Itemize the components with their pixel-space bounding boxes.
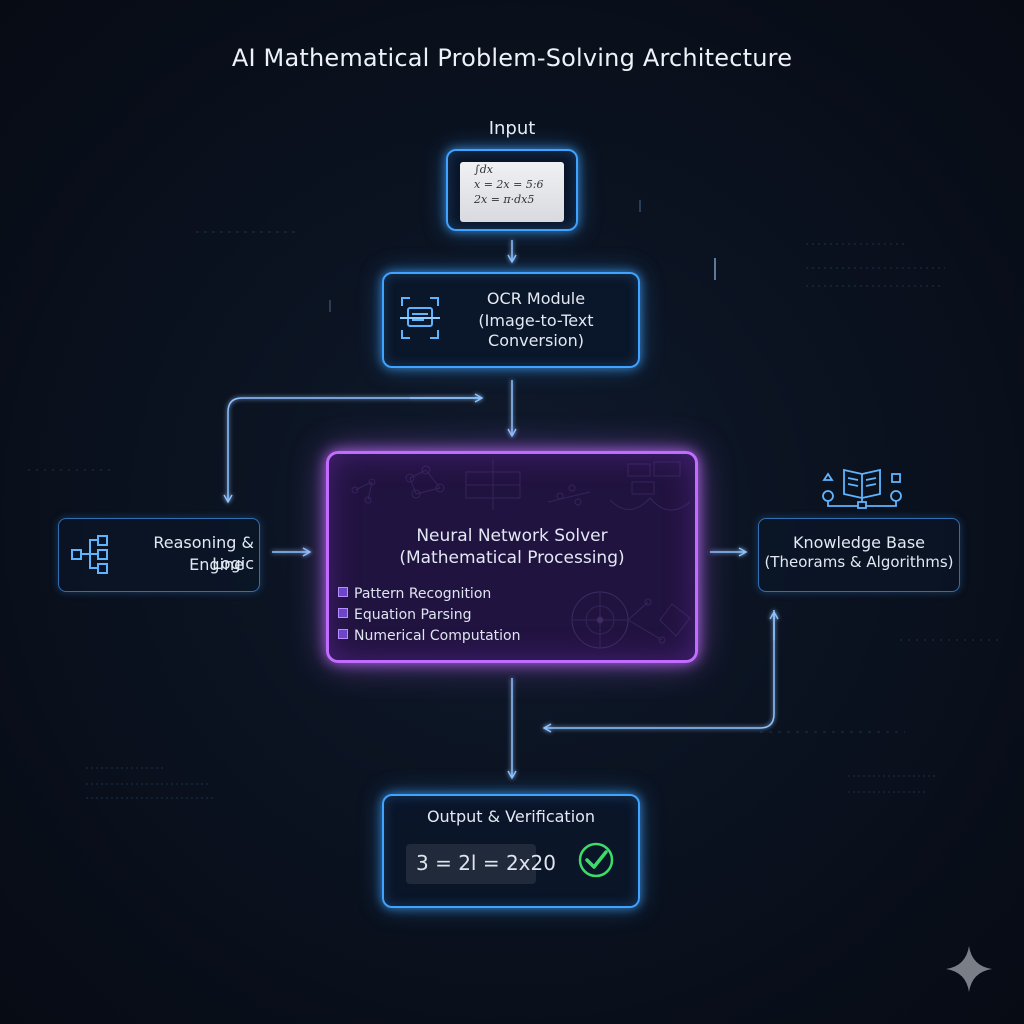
knowledge-subtitle: (Theorams & Algorithms)	[764, 553, 954, 571]
scan-icon	[400, 297, 440, 339]
bullet-text: Pattern Recognition	[354, 586, 492, 602]
background-streaks	[28, 200, 1000, 799]
bullet-text: Equation Parsing	[354, 607, 472, 623]
tree-icon	[71, 535, 108, 574]
solver-bullet: Numerical Computation	[338, 628, 520, 644]
solver-bullet: Pattern Recognition	[338, 586, 491, 602]
knowledge-title: Knowledge Base	[793, 533, 925, 552]
reasoning-engine-node[interactable]	[58, 518, 260, 592]
connectors	[223, 240, 779, 780]
handwriting-line: x = 2x = 5:6	[474, 178, 544, 191]
ocr-module-node[interactable]	[382, 272, 640, 368]
arrow-feedback-to-solver	[542, 610, 775, 733]
solver-subtitle: (Mathematical Processing)	[399, 548, 625, 568]
input-label: Input	[488, 118, 536, 139]
result-equation: 3 = 2l = 2x20	[416, 851, 556, 875]
ocr-title: OCR Module	[486, 289, 586, 308]
handwriting-line: ∫dx	[474, 163, 493, 176]
sparkle-icon	[946, 946, 992, 992]
book-icon	[822, 468, 902, 509]
diagram-title: AI Mathematical Problem-Solving Architec…	[231, 44, 793, 72]
ocr-subtitle-line2: Conversion)	[488, 331, 584, 350]
solver-bullet: Equation Parsing	[338, 607, 472, 623]
knowledge-base-node[interactable]	[758, 518, 960, 592]
arrow-loop-to-reasoning	[223, 397, 480, 504]
bullet-marker-icon	[338, 587, 348, 597]
bullet-text: Numerical Computation	[354, 628, 521, 644]
ocr-subtitle-line1: (Image-to-Text	[478, 311, 594, 330]
result-equation-box	[406, 844, 536, 884]
bullet-marker-icon	[338, 629, 348, 639]
bullet-marker-icon	[338, 608, 348, 618]
neural-network-solver-node[interactable]	[326, 451, 698, 663]
handwriting-line: 2x = π·dx5	[474, 193, 535, 206]
solver-title: Neural Network Solver	[416, 526, 608, 546]
reasoning-title-line2: Engine	[189, 555, 244, 574]
checkmark-icon	[578, 842, 614, 878]
reasoning-title-line1: Reasoning & Logic	[153, 533, 254, 573]
handwritten-input-image: ∫dx x = 2x = 5:6 2x = π·dx5	[460, 162, 564, 222]
output-title: Output & Verification	[426, 807, 596, 826]
